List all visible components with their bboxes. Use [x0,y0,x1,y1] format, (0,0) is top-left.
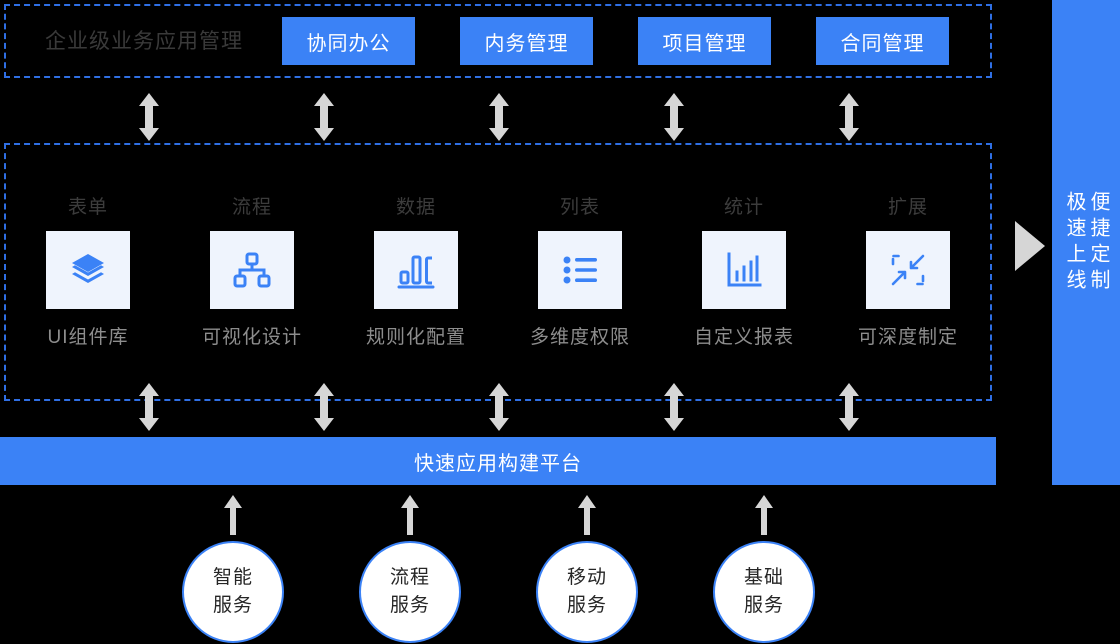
application-layer-title: 企业级业务应用管理 [45,29,243,53]
application-box-list: 协同办公 内务管理 项目管理 合同管理 [282,17,990,65]
service-label-line2: 服务 [743,595,784,616]
service-label-line1: 基础 [743,567,784,589]
bar-chart-icon [722,248,766,292]
capability-layer-panel: 表单 UI组件库 流程 [4,143,992,401]
capability-description: 多维度权限 [529,326,630,348]
capability-description: UI组件库 [47,326,129,348]
capability-tile[interactable] [538,230,622,309]
double-arrow-icon-upper-3 [488,93,510,141]
application-box-internal-affairs[interactable]: 内务管理 [460,17,593,65]
service-circle-mobile[interactable]: 移动 服务 [536,541,638,643]
capability-description: 规则化配置 [365,326,466,348]
service-label-line1: 移动 [566,567,607,589]
bar-data-icon [394,248,438,292]
capability-grid: 表单 UI组件库 流程 [6,145,990,399]
up-arrow-icon-3 [577,495,597,535]
platform-bar-label: 快速应用构建平台 [414,452,582,475]
capability-tile[interactable] [374,230,458,309]
up-arrow-icon-1 [223,495,243,535]
double-arrow-icon-upper-5 [838,93,860,141]
capability-category-label: 列表 [559,196,600,218]
service-circle-basic[interactable]: 基础 服务 [713,541,815,643]
service-label-line2: 服务 [566,595,607,616]
capability-tile[interactable] [210,230,294,309]
value-proposition-sidebar: 便捷定制 极速上线 [1052,0,1120,485]
capability-description: 可视化设计 [201,326,302,348]
service-label-line1: 智能 [212,567,253,589]
capability-item-data[interactable]: 数据 规则化配置 [341,198,491,347]
double-arrow-icon-lower-4 [663,383,685,431]
application-layer-panel: 企业级业务应用管理 协同办公 内务管理 项目管理 合同管理 [4,4,992,78]
right-pointer-triangle-icon [1015,221,1045,271]
platform-bar[interactable]: 快速应用构建平台 [0,437,996,485]
application-box-project[interactable]: 项目管理 [638,17,771,65]
service-circle-intelligent[interactable]: 智能 服务 [182,541,284,643]
sidebar-text-column-1: 便捷定制 [1087,190,1109,295]
capability-tile[interactable] [866,230,950,309]
capability-category-label: 表单 [67,196,108,218]
capability-tile[interactable] [46,230,130,309]
double-arrow-icon-lower-5 [838,383,860,431]
capability-item-form[interactable]: 表单 UI组件库 [13,198,163,347]
double-arrow-icon-lower-2 [313,383,335,431]
service-label-line2: 服务 [389,595,430,616]
up-arrow-icon-4 [754,495,774,535]
application-box-contract[interactable]: 合同管理 [816,17,949,65]
capability-tile[interactable] [702,230,786,309]
collapse-arrows-icon [886,248,930,292]
capability-category-label: 统计 [723,196,764,218]
capability-description: 可深度制定 [857,326,958,348]
layers-icon [66,248,110,292]
capability-category-label: 流程 [231,196,272,218]
double-arrow-icon-lower-3 [488,383,510,431]
double-arrow-icon-upper-1 [138,93,160,141]
service-label-line2: 服务 [212,595,253,616]
capability-category-label: 扩展 [887,196,928,218]
capability-item-extension[interactable]: 扩展 可深度制定 [833,198,983,347]
capability-item-list[interactable]: 列表 多维度权限 [505,198,655,347]
application-box-collaboration[interactable]: 协同办公 [282,17,415,65]
double-arrow-icon-upper-2 [313,93,335,141]
double-arrow-icon-lower-1 [138,383,160,431]
capability-description: 自定义报表 [693,326,794,348]
bullet-list-icon [558,248,602,292]
capability-category-label: 数据 [395,196,436,218]
org-chart-icon [230,248,274,292]
capability-item-statistics[interactable]: 统计 自定义报表 [669,198,819,347]
up-arrow-icon-2 [400,495,420,535]
service-circle-process[interactable]: 流程 服务 [359,541,461,643]
double-arrow-icon-upper-4 [663,93,685,141]
capability-item-process[interactable]: 流程 可视化设计 [177,198,327,347]
sidebar-text-column-2: 极速上线 [1063,190,1085,295]
service-label-line1: 流程 [389,567,430,589]
